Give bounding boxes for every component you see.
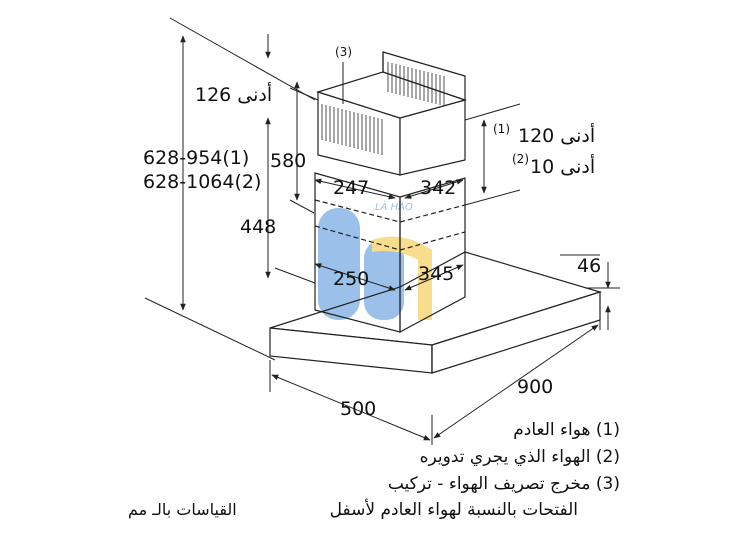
units-note: القياسات بالـ مم <box>128 500 237 519</box>
dim-overall-height-exhaust: 628-954(1) <box>143 147 249 169</box>
dim-min-120: أدنى 120 <box>518 123 595 147</box>
dim-canopy-depth: 500 <box>340 398 376 420</box>
watermark-logo: LÀ HÀO <box>318 200 432 320</box>
dim-canopy-width: 900 <box>517 376 553 398</box>
legend-item-3-continued: الفتحات بالنسبة لهواء العادم لأسفل <box>329 500 578 520</box>
callout-vent-outlet: (3) <box>335 45 352 59</box>
dim-min-120-note: (1) <box>493 122 510 136</box>
reference-lines <box>144 17 620 445</box>
dim-canopy-thickness: 46 <box>577 255 601 277</box>
dim-chimney-width-bottom: 250 <box>333 268 369 290</box>
dim-chimney-width-top: 247 <box>333 177 369 199</box>
dim-min-10-note: (2) <box>512 152 529 166</box>
dim-overall-height-recirc: 628-1064(2) <box>143 171 261 193</box>
watermark-text: LÀ HÀO <box>375 200 413 213</box>
dim-upper-chimney: 580 <box>270 150 306 172</box>
upper-chimney <box>315 51 468 176</box>
dim-chimney-depth-top: 342 <box>420 177 456 199</box>
legend-item-1: (1) هواء العادم <box>513 420 620 440</box>
dimension-arrows <box>180 34 611 441</box>
dim-min-126: أدنى 126 <box>195 82 272 106</box>
legend-item-3: (3) مخرج تصريف الهواء - تركيب <box>387 474 620 494</box>
dim-chimney-depth-bottom: 345 <box>418 263 454 285</box>
dim-lower-chimney: 448 <box>240 216 276 238</box>
dim-min-10: أدنى 10 <box>530 154 595 178</box>
legend-item-2: (2) الهواء الذي يجري تدويره <box>419 447 620 467</box>
